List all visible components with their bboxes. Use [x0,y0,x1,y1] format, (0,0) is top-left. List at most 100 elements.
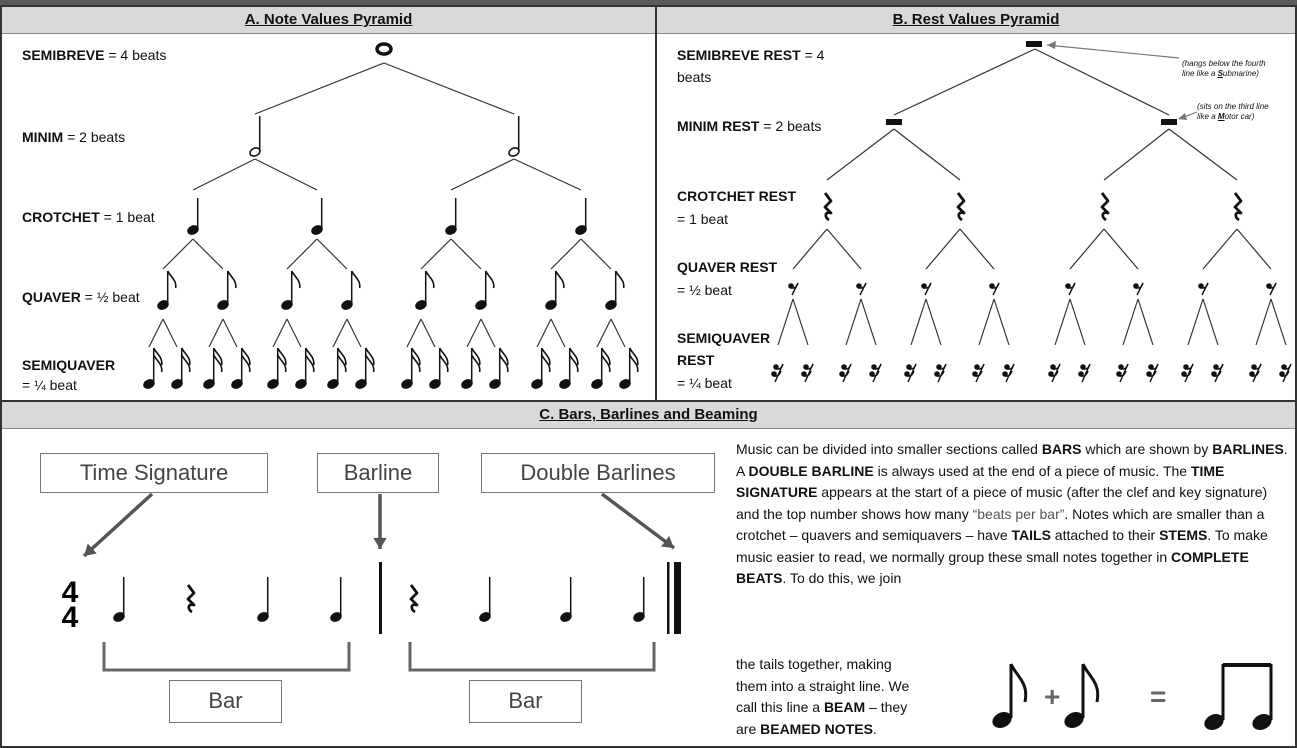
semiquaver-rest [869,363,882,383]
crotchet-note [633,577,645,622]
semiquaver-rest [904,363,917,383]
bar-diagram: 44 [62,492,681,672]
note-values-title: A. Note Values Pyramid [2,7,655,34]
connector-line [925,228,961,270]
crotchet-label: CROTCHET = 1 beat [22,209,155,225]
quaver-note [157,270,177,310]
connector-line [272,318,288,348]
connector-line [162,318,178,348]
semiquaver-note [619,347,639,389]
semiquaver-rest [1048,363,1061,383]
crotchet-rest [823,192,833,222]
connector-line [596,318,612,348]
crotchet-note [560,577,572,622]
connector-line [286,238,318,270]
connector-line [1122,298,1139,346]
quaver-note [545,270,565,310]
time-signature-label: Time Signature [40,453,268,493]
connector-line [777,298,794,346]
minim-note [249,116,261,157]
connector-line [222,318,238,348]
semiquaver-note [429,347,449,389]
rest-values-title: B. Rest Values Pyramid [657,7,1295,34]
semibreve-rest-arrow [1046,44,1180,59]
semiquaver-rest [1002,363,1015,383]
connector-line [893,48,1036,116]
quaver-rest [788,282,799,296]
semiquaver-rest [1181,363,1194,383]
semiquaver-value-label: = ¼ beat [22,377,77,393]
crotchet-note [257,577,269,622]
crotchet-note [330,577,342,622]
quaver-rest [989,282,1000,296]
quaver-note [341,270,361,310]
minim-rest [886,119,902,125]
semiquaver-note [295,347,315,389]
note-pyramid-diagram [143,42,639,389]
connector-line [420,318,436,348]
semiquaver-rest [934,363,947,383]
minim-rest [1161,119,1177,125]
equals-sign: = [1150,681,1166,712]
rest-pyramid-diagram [771,41,1292,383]
semiquaver-note [401,347,421,389]
connector-line [845,298,862,346]
quaver-rest [921,282,932,296]
quaver-label: QUAVER = ½ beat [22,289,140,305]
semiquaver-rest [1146,363,1159,383]
connector-line [893,128,961,181]
quaver-rest [1198,282,1209,296]
quaver-rest [1266,282,1277,296]
crotchet-rest [1100,192,1110,222]
connector-line [1034,48,1170,116]
semiquaver-note [559,347,579,389]
minim-rest-arrowhead [1178,113,1187,120]
connector-line [346,318,362,348]
connector-line [480,318,496,348]
connector-line [1069,228,1105,270]
quaver-note [475,270,495,310]
quaver-note [415,270,435,310]
semiquaver-rest [1078,363,1091,383]
semiquaver-rest [1211,363,1224,383]
connector-line [383,62,515,115]
connector-line [450,158,515,191]
connector-line [1168,128,1238,181]
connector-line [1202,298,1219,346]
connector-line [959,228,995,270]
crotchet-rest [409,584,419,614]
crotchet-rest [1233,192,1243,222]
semiquaver-rest-label: SEMIQUAVER [677,330,771,346]
beam-explanation: the tails together, making them into a s… [736,656,910,737]
rest-values-panel: B. Rest Values Pyramid SEMIBREVE REST = … [655,5,1297,402]
semiquaver-note [143,347,163,389]
semibreve-rest [1026,41,1042,47]
connector-line [1202,228,1238,270]
connector-line [792,228,828,270]
crotchet-note [187,198,199,235]
connector-line [1137,298,1154,346]
connector-line [993,298,1010,346]
quaver-note [1064,663,1100,729]
semiquaver-note [231,347,251,389]
double-barline-arrow-head [661,535,674,548]
semibreve-rest-label-cont: beats [677,69,712,85]
bar-bracket-1 [102,642,351,672]
semiquaver-rest [1116,363,1129,383]
connector-line [254,158,318,191]
semiquaver-rest [1279,363,1292,383]
semiquaver-note [203,347,223,389]
connector-line [978,298,995,346]
barline-label: Barline [317,453,439,493]
crotchet-note [311,198,323,235]
connector-line [792,298,809,346]
note-values-panel: A. Note Values Pyramid SEMIBREVE = 4 bea… [0,5,657,402]
connector-line [513,158,582,191]
quaver-note [281,270,301,310]
quaver-rest-label: QUAVER REST [677,259,778,275]
double-barline-thick [674,562,681,634]
semiquaver-rest-value: = ¼ beat [677,375,732,391]
semiquaver-rest [801,363,814,383]
